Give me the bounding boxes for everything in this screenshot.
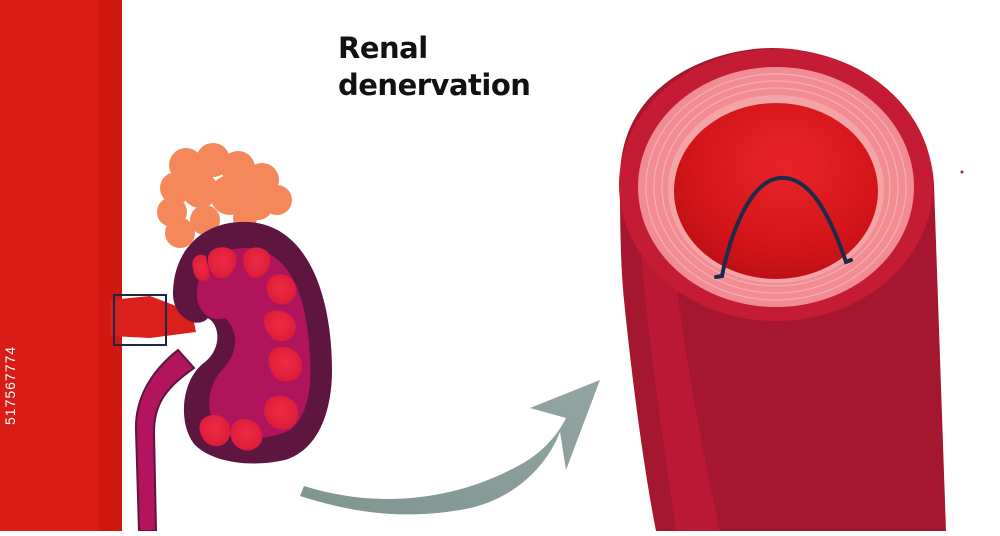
ablation-catheter (714, 175, 853, 279)
adrenal-gland (157, 143, 292, 248)
diagram-title: Renal denervation (338, 30, 531, 104)
dot-mark (960, 170, 964, 174)
vessel-lumen (674, 103, 878, 279)
renal-artery (110, 296, 196, 338)
aorta-shading (98, 0, 122, 531)
curved-arrow (300, 380, 600, 515)
title-line-1: Renal (338, 31, 428, 65)
title-line-2: denervation (338, 68, 531, 102)
artery-cross-section (619, 48, 946, 531)
vessel-body-highlight (640, 240, 720, 531)
stock-id-watermark: 517567774 (2, 345, 18, 425)
ureter (134, 348, 196, 532)
renal-pyramids (192, 247, 302, 451)
vessel-wall-fibers (645, 73, 907, 301)
renal-artery-highlight-box (113, 294, 167, 346)
